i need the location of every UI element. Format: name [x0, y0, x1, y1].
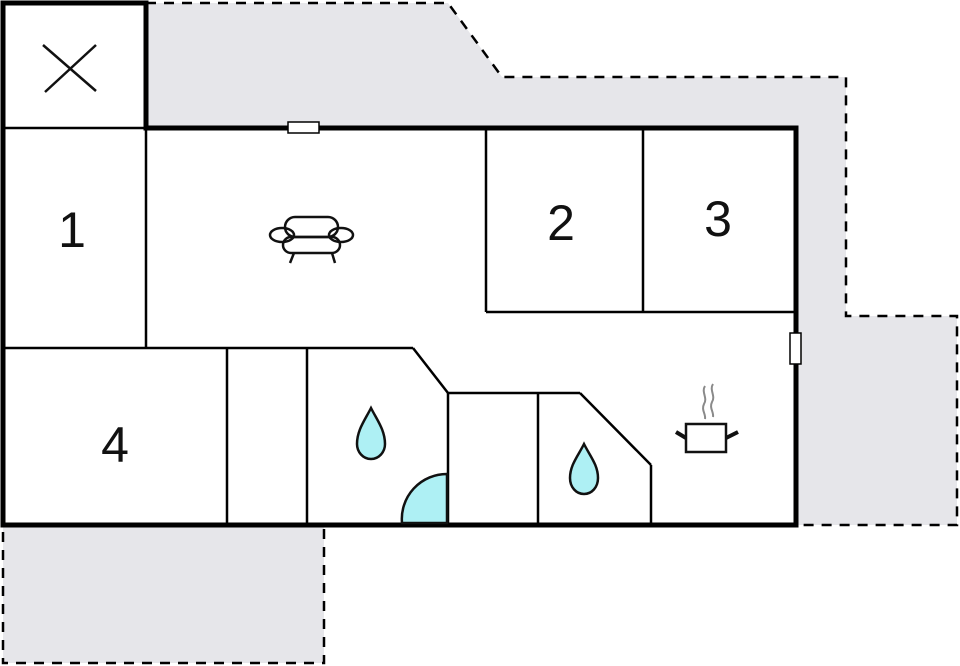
shower-quarter-circle-icon — [400, 472, 449, 525]
sofa-icon — [268, 215, 355, 264]
cooking-pot-icon — [674, 383, 739, 454]
room-label-1: 1 — [58, 202, 86, 258]
room-label-3: 3 — [704, 191, 732, 247]
terrace-bottom-left — [1, 524, 326, 665]
main-block-fill — [146, 128, 796, 525]
inner-walls — [3, 126, 796, 525]
outer-wall — [0, 0, 799, 528]
room-label-2: 2 — [547, 195, 575, 251]
west-block-fill — [3, 3, 146, 525]
water-drop-icon — [355, 405, 387, 461]
room-label-4: 4 — [101, 417, 129, 473]
cross-icon — [42, 44, 97, 93]
window-top — [287, 121, 320, 134]
window-right — [789, 332, 802, 365]
water-drop-icon — [568, 441, 600, 496]
